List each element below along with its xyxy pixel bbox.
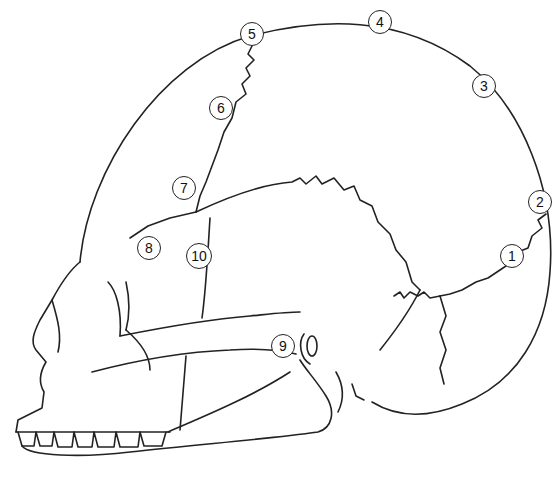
callout-circle: 1 <box>500 244 524 268</box>
callout-number: 8 <box>145 241 153 255</box>
callout-number: 5 <box>248 27 256 41</box>
callout-circle: 6 <box>209 96 233 120</box>
callout-number: 4 <box>376 15 384 29</box>
callout-circle: 5 <box>240 22 264 46</box>
callout-circle: 4 <box>368 10 392 34</box>
callout-circle: 3 <box>472 74 496 98</box>
callout-number: 1 <box>508 249 516 263</box>
callout-number: 9 <box>279 339 287 353</box>
callout-circle: 2 <box>528 190 552 214</box>
callout-circle: 8 <box>137 236 161 260</box>
callout-circle: 7 <box>172 176 196 200</box>
callout-circle: 10 <box>186 243 212 269</box>
callout-number: 7 <box>180 181 188 195</box>
callout-number: 2 <box>536 195 544 209</box>
callout-number: 10 <box>191 249 207 263</box>
callout-circle: 9 <box>271 334 295 358</box>
callout-number: 3 <box>480 79 488 93</box>
callout-number: 6 <box>217 101 225 115</box>
